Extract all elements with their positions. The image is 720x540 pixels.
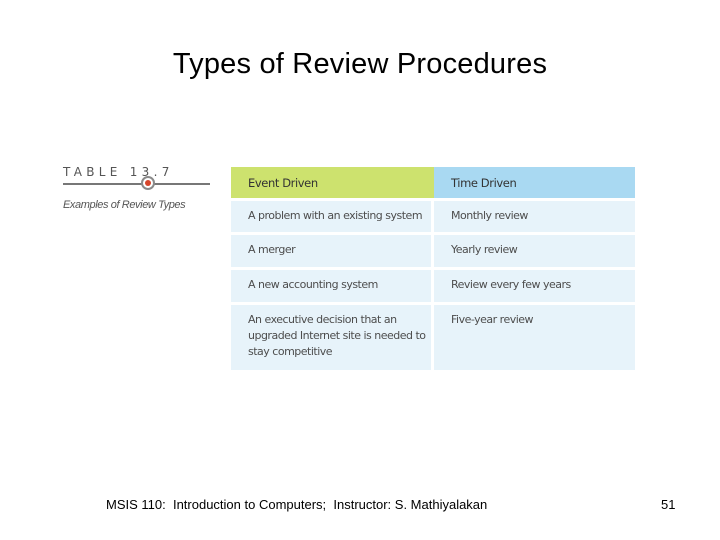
caption-marker-icon xyxy=(141,176,155,190)
event-cell: An executive decision that an upgraded I… xyxy=(231,302,434,370)
table-header-row: Event Driven Time Driven xyxy=(231,167,635,198)
table-row: A problem with an existing system Monthl… xyxy=(231,198,635,232)
time-cell: Yearly review xyxy=(434,232,635,267)
event-cell: A merger xyxy=(231,232,434,267)
table-row: A merger Yearly review xyxy=(231,232,635,267)
page-number: 51 xyxy=(661,497,676,512)
header-time-driven: Time Driven xyxy=(434,167,635,198)
event-cell: A problem with an existing system xyxy=(231,198,434,232)
table-caption: TABLE 13.7 Examples of Review Types xyxy=(63,163,213,223)
review-types-table: Event Driven Time Driven A problem with … xyxy=(231,167,635,370)
header-event-driven: Event Driven xyxy=(231,167,434,198)
event-cell: A new accounting system xyxy=(231,267,434,302)
caption-rule xyxy=(63,183,210,185)
table-row: An executive decision that an upgraded I… xyxy=(231,302,635,370)
table-number: TABLE 13.7 xyxy=(63,165,174,179)
time-cell: Five-year review xyxy=(434,302,635,370)
footer-text: MSIS 110: Introduction to Computers; Ins… xyxy=(106,497,488,512)
time-cell: Review every few years xyxy=(434,267,635,302)
table-subtitle: Examples of Review Types xyxy=(63,199,186,211)
table-row: A new accounting system Review every few… xyxy=(231,267,635,302)
time-cell: Monthly review xyxy=(434,198,635,232)
slide-title: Types of Review Procedures xyxy=(172,48,548,80)
